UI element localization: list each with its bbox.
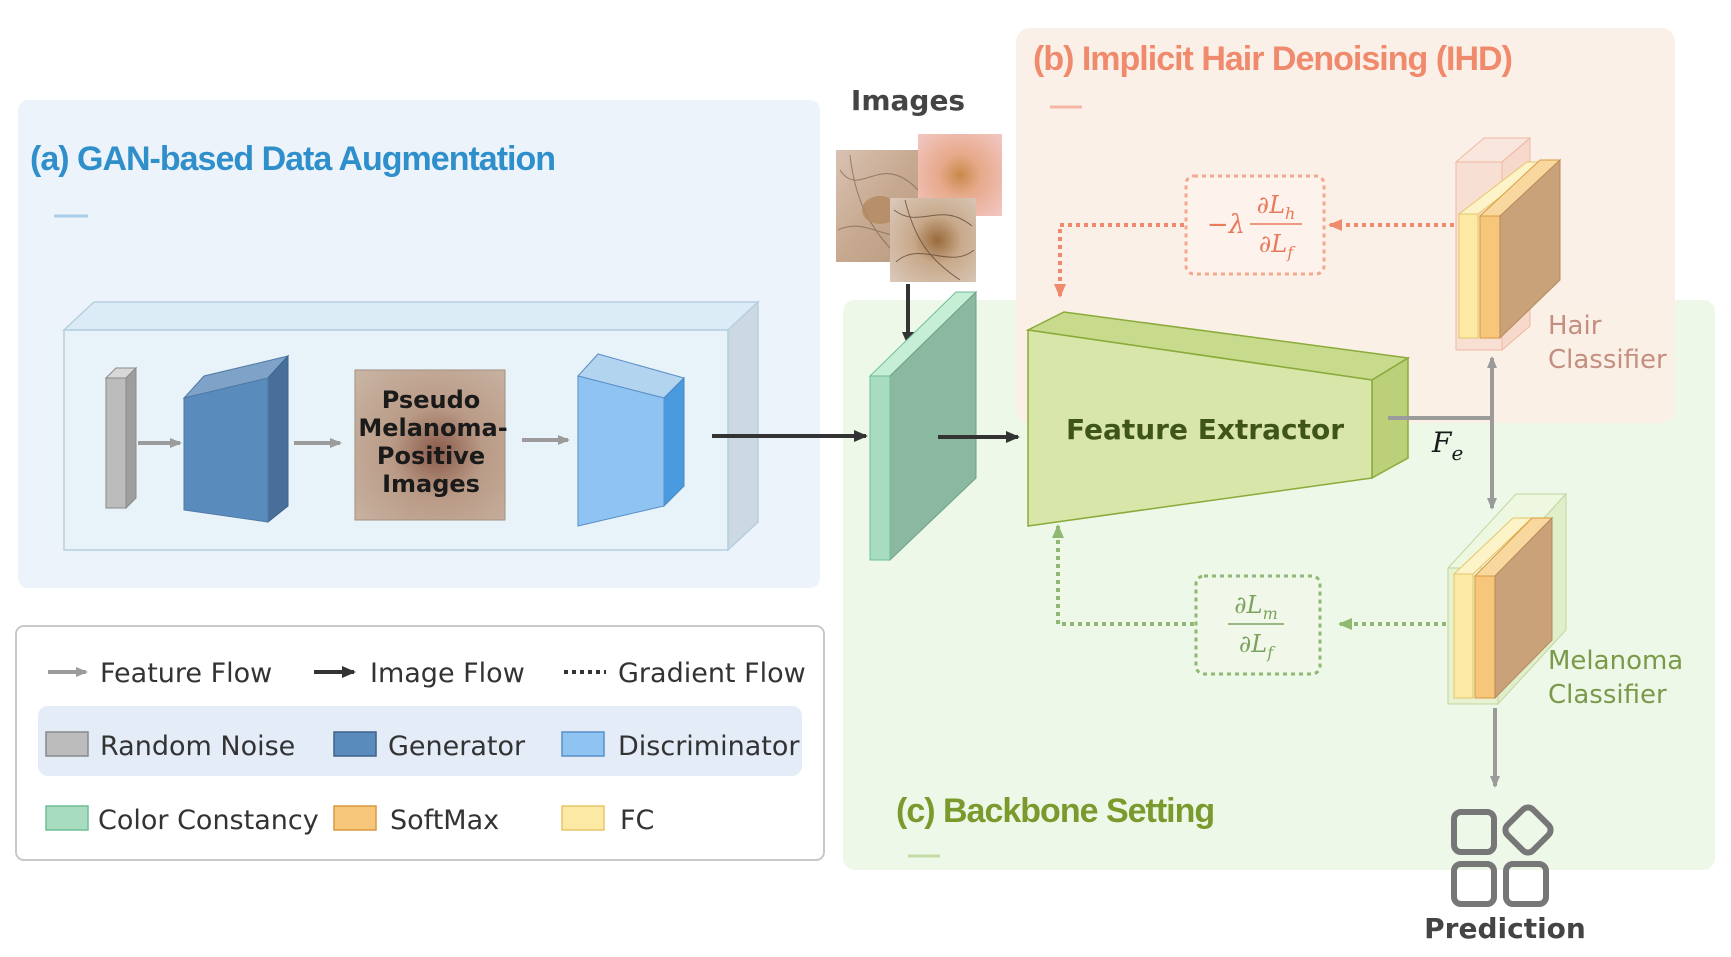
hair-gradient-flow: [1054, 219, 1454, 298]
feature-extractor-block: Feature Extractor: [1025, 311, 1411, 527]
hair-gradient-prefix: −λ: [1207, 210, 1245, 240]
pseudo-label-4: Images: [382, 470, 480, 498]
pseudo-label-3: Positive: [377, 442, 485, 470]
legend-discriminator-swatch: [561, 731, 605, 757]
legend-softmax: SoftMax: [390, 805, 499, 836]
feature-extractor-label: Feature Extractor: [1066, 413, 1344, 446]
legend-random-noise: Random Noise: [100, 731, 295, 762]
generator-block: [182, 354, 290, 524]
hair-gradient-numerator: ∂Lh: [1257, 191, 1296, 223]
feature-flow-branch: [1388, 356, 1497, 510]
hair-gradient-denominator: ∂Lf: [1259, 230, 1296, 262]
legend-color-constancy: Color Constancy: [98, 805, 319, 836]
hair-classifier-block: [1454, 136, 1562, 352]
legend-feature-flow: Feature Flow: [100, 658, 272, 689]
melanoma-gradient-flow: [1052, 524, 1446, 630]
feature-symbol: Fe: [1431, 426, 1463, 465]
legend-image-flow: Image Flow: [370, 658, 525, 689]
dermoscopy-image-stack: [836, 134, 1002, 282]
legend: Feature Flow Image Flow Gradient Flow Ra…: [15, 625, 825, 861]
backbone-panel-title: (c) Backbone Setting: [896, 792, 1214, 830]
discriminator-block: [577, 353, 685, 527]
melanoma-classifier-label-1: Melanoma: [1548, 646, 1683, 676]
legend-noise-swatch: [45, 731, 89, 757]
prediction-label: Prediction: [1424, 912, 1586, 945]
hair-gradient-formula: −λ ∂Lh ∂Lf: [1184, 174, 1326, 276]
legend-generator-swatch: [333, 731, 377, 757]
melanoma-classifier-label-2: Classifier: [1548, 680, 1667, 710]
legend-color-constancy-swatch: [45, 805, 89, 831]
images-title: Images: [851, 84, 965, 117]
hair-classifier-label-2: Classifier: [1548, 345, 1667, 375]
dermoscopy-image-3: [890, 198, 976, 282]
pseudo-label-2: Melanoma-: [358, 414, 507, 442]
legend-generator: Generator: [388, 731, 526, 762]
prediction-icon: [1451, 804, 1554, 907]
melanoma-classifier-block: [1446, 492, 1568, 706]
random-noise-block: [104, 366, 138, 510]
melanoma-gradient-numerator: ∂Lm: [1234, 591, 1278, 623]
legend-softmax-swatch: [333, 805, 377, 831]
hair-classifier-label-1: Hair: [1548, 311, 1602, 341]
legend-fc-swatch: [561, 805, 605, 831]
ihd-panel-title: (b) Implicit Hair Denoising (IHD): [1033, 40, 1512, 78]
pseudo-melanoma-image: Pseudo Melanoma- Positive Images: [354, 369, 508, 521]
melanoma-gradient-formula: ∂Lm ∂Lf: [1194, 574, 1322, 676]
legend-gradient-flow: Gradient Flow: [618, 658, 806, 689]
melanoma-gradient-denominator: ∂Lf: [1239, 630, 1276, 662]
color-constancy-block: [868, 290, 978, 562]
pseudo-label-1: Pseudo: [382, 386, 480, 414]
legend-discriminator: Discriminator: [618, 731, 800, 762]
legend-fc: FC: [620, 805, 654, 836]
gan-panel-title: (a) GAN-based Data Augmentation: [30, 140, 555, 178]
